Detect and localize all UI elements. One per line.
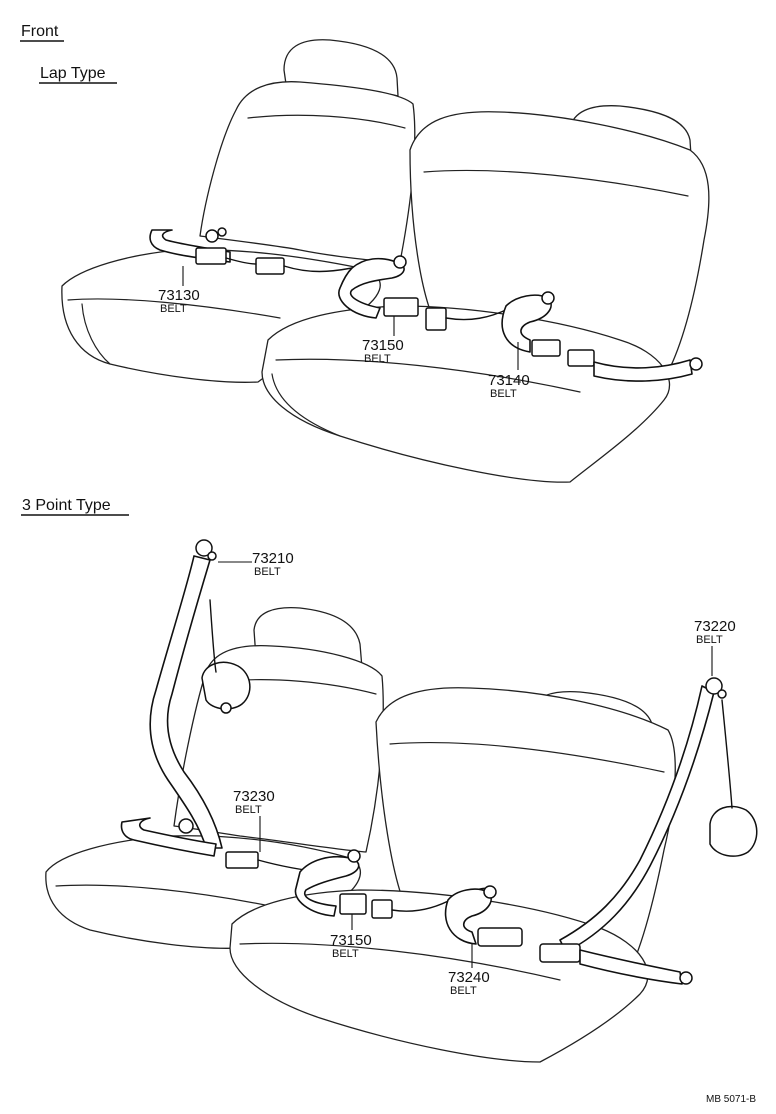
belt-73150-lower-buckle (339, 893, 367, 915)
callout-73130-label: BELT (160, 303, 187, 315)
callout-73150-lower-label: BELT (332, 948, 359, 960)
belt-73220-tongue (539, 943, 581, 963)
lap-type-heading: Lap Type (40, 65, 106, 82)
left-backrest (199, 81, 416, 263)
belt-73140-tongue (567, 349, 595, 367)
belt-73150-buckle (383, 297, 419, 317)
callout-73140-number: 73140 (488, 372, 530, 389)
callout-73220-number: 73220 (694, 618, 736, 635)
callout-73210-number: 73210 (252, 550, 294, 567)
belt-73130-tongue (255, 257, 285, 275)
lap-type-illustration: 73130 BELT 73150 BELT 73140 BELT (61, 39, 710, 483)
belt-73150-lower-anchor (347, 849, 361, 863)
callout-73240-number: 73240 (448, 969, 490, 986)
callout-73150-lower-number: 73150 (330, 932, 372, 949)
callout-73150-upper-label: BELT (364, 353, 391, 365)
figure-code: MB 5071-B (706, 1094, 756, 1105)
belt-73240-webbing (444, 888, 492, 945)
belt-73240-buckle (477, 927, 523, 947)
belt-73230-buckle (225, 851, 259, 869)
belt-73220-retractor (709, 805, 758, 857)
belt-73140-anchor (541, 291, 555, 305)
belt-73140-strap (593, 359, 693, 382)
belt-73230-anchor (178, 818, 194, 834)
belt-73150-retractor (425, 307, 447, 331)
callout-73240-label: BELT (450, 985, 477, 997)
callout-73140-label: BELT (490, 388, 517, 400)
callout-73150-upper-number: 73150 (362, 337, 404, 354)
callout-73230-label: BELT (235, 804, 262, 816)
belt-73220-floor-anchor (679, 971, 693, 985)
callout-73210-label: BELT (254, 566, 281, 578)
belt-73150-anchor (393, 255, 407, 269)
belt-73140-webbing (501, 294, 552, 353)
callout-73230-number: 73230 (233, 788, 275, 805)
belt-73210-retractor (201, 661, 251, 710)
callout-73220-label: BELT (696, 634, 723, 646)
belt-73240-anchor (483, 885, 497, 899)
belt-73230-webbing (120, 817, 217, 857)
belt-73220-upper-anchor (705, 677, 723, 695)
belt-73210-webbing (149, 555, 223, 849)
belt-73140-floor-anchor (689, 357, 703, 371)
belt-73130-buckle (195, 247, 227, 265)
lower-right-cushion (229, 889, 649, 1063)
callout-73130-number: 73130 (158, 287, 200, 304)
three-point-type-heading: 3 Point Type (22, 497, 111, 514)
belt-73210-upper-anchor (195, 539, 213, 557)
belt-73130-anchor (205, 229, 219, 243)
front-heading: Front (21, 23, 59, 40)
belt-73140-buckle (531, 339, 561, 357)
three-point-type-illustration: 73210 BELT 73220 BELT 73230 BELT 73150 B… (45, 539, 758, 1063)
belt-73220-strap (579, 949, 683, 985)
